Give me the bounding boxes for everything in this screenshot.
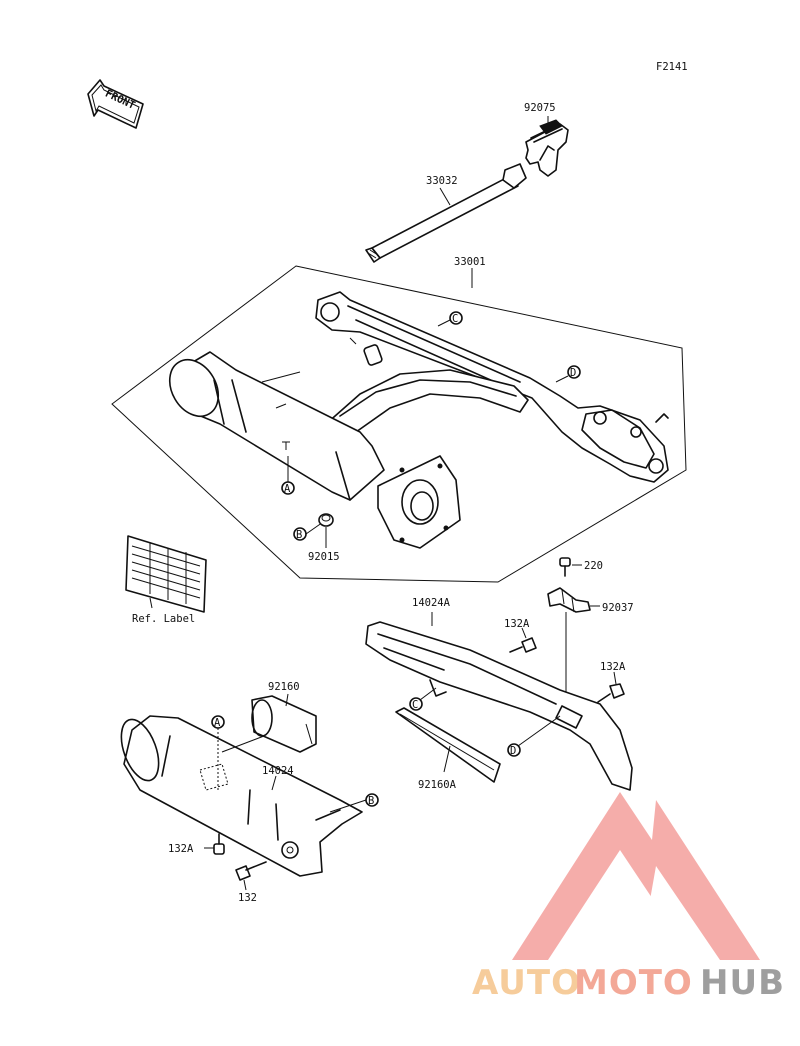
pad-92160A bbox=[395, 707, 501, 783]
svg-text:HUB: HUB bbox=[700, 963, 785, 1003]
label-132: 132 bbox=[238, 892, 257, 904]
callout-d-lower: D bbox=[507, 715, 561, 757]
svg-text:AUTO: AUTO bbox=[472, 963, 581, 1003]
clamp-92037 bbox=[547, 587, 600, 613]
callout-b-upper: B bbox=[293, 519, 327, 541]
label-14024: 14024 bbox=[262, 765, 294, 777]
label-92075: 92075 bbox=[524, 102, 556, 114]
label-92037: 92037 bbox=[602, 602, 634, 614]
sprocket-holder-92075 bbox=[525, 119, 569, 177]
label-220: 220 bbox=[584, 560, 603, 572]
bolt-220 bbox=[559, 557, 582, 577]
svg-text:C: C bbox=[452, 313, 458, 325]
callout-d-upper: D bbox=[555, 365, 581, 383]
bolt-132A-bottom bbox=[204, 833, 225, 855]
label-33032: 33032 bbox=[426, 175, 458, 187]
cap-92015 bbox=[318, 513, 334, 527]
label-92160A: 92160A bbox=[418, 779, 457, 791]
label-132A-right: 132A bbox=[600, 661, 626, 673]
front-arrow-icon: FRONT bbox=[87, 79, 144, 129]
automotohub-watermark: AUTO MOTO HUB bbox=[472, 792, 785, 1003]
svg-text:MOTO: MOTO bbox=[574, 963, 693, 1003]
label-92015: 92015 bbox=[308, 551, 340, 563]
callout-c-lower: C bbox=[409, 687, 437, 711]
svg-text:D: D bbox=[570, 367, 576, 379]
callout-b-lower: B bbox=[329, 793, 379, 813]
svg-text:A: A bbox=[214, 717, 221, 729]
chain-cover-14024A bbox=[365, 621, 633, 791]
figure-code: F2141 bbox=[656, 61, 688, 73]
svg-text:A: A bbox=[284, 483, 291, 495]
bolt-132A-right bbox=[597, 671, 625, 703]
svg-text:C: C bbox=[412, 699, 418, 711]
swingarm-33001 bbox=[168, 291, 669, 549]
label-92160: 92160 bbox=[268, 681, 300, 693]
label-14024A: 14024A bbox=[412, 597, 451, 609]
label-132A-top: 132A bbox=[504, 618, 530, 630]
callout-a-lower: A bbox=[211, 715, 265, 790]
label-33001: 33001 bbox=[454, 256, 486, 268]
callout-c-upper: C bbox=[437, 311, 463, 327]
tube-cover-14024 bbox=[120, 715, 363, 877]
bolt-132 bbox=[235, 861, 267, 891]
label-132A-bottom: 132A bbox=[168, 843, 194, 855]
swingarm-assembly-outline bbox=[111, 265, 687, 583]
sleeve-92160 bbox=[251, 695, 317, 753]
ref-label-text: Ref. Label bbox=[132, 613, 195, 625]
pivot-shaft-33032 bbox=[365, 163, 527, 263]
bolt-132A-top bbox=[509, 627, 537, 653]
svg-text:B: B bbox=[296, 529, 302, 541]
reference-label-plate bbox=[125, 535, 207, 613]
svg-text:B: B bbox=[368, 795, 374, 807]
svg-text:D: D bbox=[510, 745, 516, 757]
callout-a-upper: A bbox=[281, 441, 295, 495]
